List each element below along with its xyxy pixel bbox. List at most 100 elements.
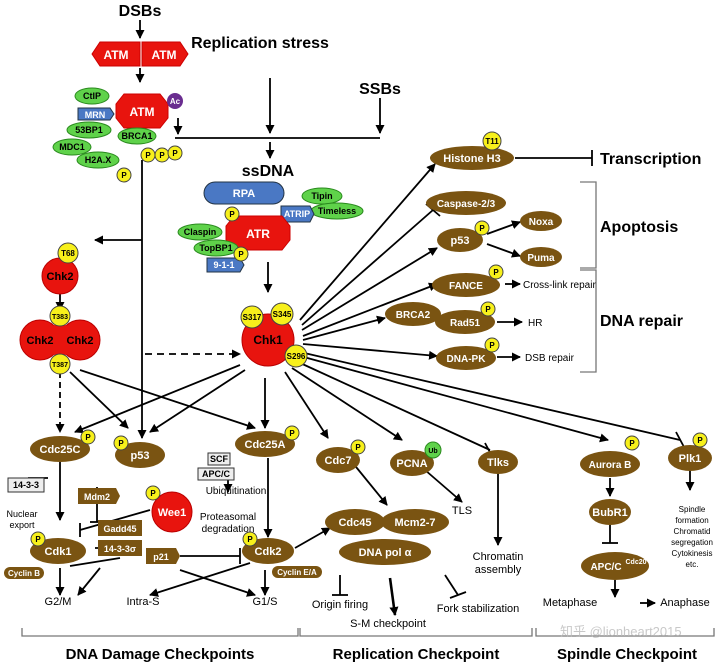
cdc25a-p-badge [284, 425, 300, 441]
acetyl-label: Ac [170, 97, 181, 106]
cyclinea-node [272, 566, 322, 578]
atrip-label: ATRIP [284, 209, 310, 219]
p53-right-p-label: P [479, 224, 485, 233]
apcc-box [197, 467, 235, 481]
cdc7-p-badge [350, 439, 366, 455]
chk2-monomer-label: Chk2 [47, 271, 74, 283]
middle-effectors: Cdc25C P p53 P Cdc25A P Cdc7 P PCNA Ub T… [30, 425, 712, 477]
p53-mid-node [115, 442, 165, 468]
cdc7-label: Cdc7 [325, 455, 352, 467]
brca2-node [385, 302, 441, 326]
dsb-repair-label: DSB repair [525, 353, 575, 364]
g1s-label: G1/S [252, 596, 277, 608]
rpa-label: RPA [233, 188, 255, 200]
s296-label: S296 [287, 352, 306, 361]
aurorab-p-badge [624, 435, 640, 451]
t68-badge [57, 242, 79, 264]
rpa-node [203, 181, 285, 205]
s296-badge [284, 344, 308, 368]
rad51-label: Rad51 [450, 318, 480, 329]
cyclinea-label: Cyclin E/A [277, 568, 317, 577]
histone-h3-label: Histone H3 [443, 153, 500, 165]
pcna-ub-badge [424, 441, 442, 459]
gadd45-label: Gadd45 [103, 524, 136, 534]
connector-lines [28, 20, 695, 616]
ctip-label: CtIP [83, 91, 101, 101]
s317-label: S317 [243, 313, 262, 322]
bracket-lines [21, 181, 715, 637]
anaphase-label: Anaphase [660, 597, 710, 609]
apcc-label: APC/C [202, 469, 231, 479]
s345-label: S345 [273, 310, 292, 319]
tlks-node [478, 450, 518, 474]
dnapol-node [339, 539, 431, 565]
wee1-p-label: P [150, 489, 156, 498]
p53-right-p-badge [474, 220, 490, 236]
atm-p-badge-3 [167, 145, 183, 161]
atm-p-label-1: P [145, 151, 151, 160]
mdc1-label: MDC1 [59, 142, 85, 152]
cdc25a-node [235, 431, 295, 457]
s345-badge [270, 302, 294, 326]
topbp1-p-label: P [238, 250, 244, 259]
t11-label: T11 [485, 137, 499, 146]
claspin-label: Claspin [184, 227, 217, 237]
chk1-label: Chk1 [253, 333, 283, 347]
pcna-node [390, 450, 434, 476]
chk2-dimer-left-label: Chk2 [27, 335, 54, 347]
cdc25a-p-label: P [289, 429, 295, 438]
acetyl-badge [167, 93, 183, 109]
dna-damage-checkpoints-title: DNA Damage Checkpoints [66, 646, 255, 663]
cdc45-node [325, 509, 385, 535]
cdc7-p-label: P [355, 443, 361, 452]
noxa-label: Noxa [529, 217, 554, 228]
fance-p-label: P [493, 268, 499, 277]
mdm2-node [78, 488, 120, 504]
brca1-node [117, 127, 157, 145]
apoptosis-label: Apoptosis [600, 219, 678, 236]
scf-label: SCF [210, 454, 229, 464]
timeless-label: Timeless [318, 206, 356, 216]
plk1-p-badge [692, 432, 708, 448]
pcna-label: PCNA [396, 458, 427, 470]
crosslink-label: Cross-link repair [523, 280, 596, 291]
atr-p-badge [224, 206, 240, 222]
p53-mid-p-badge [113, 435, 129, 451]
cdk1-node [30, 538, 86, 564]
gadd45-node [98, 520, 142, 536]
cdc25a-label: Cdc25A [245, 439, 286, 451]
chk2-group: Chk2 T68 Chk2 Chk2 T383 T387 [19, 242, 101, 375]
53bp1-label: 53BP1 [75, 125, 103, 135]
atr-label: ATR [246, 227, 270, 241]
mrn-label: MRN [85, 110, 106, 120]
top-labels: DSBs Replication stress SSBs ssDNA [119, 3, 401, 180]
chk2-dimer-right-label: Chk2 [67, 335, 94, 347]
cyclinb-node [4, 567, 44, 579]
sm-checkpoint-label: S-M checkpoint [350, 618, 426, 630]
p21-label: p21 [153, 552, 169, 562]
mdc1-node [52, 138, 92, 156]
atm-p-label-2: P [159, 151, 165, 160]
dnapol-label: DNA pol α [359, 547, 412, 559]
cdk1-label: Cdk1 [45, 546, 72, 558]
replication-stress-label: Replication stress [191, 35, 329, 52]
aurorab-node [580, 451, 640, 477]
g2m-label: G2/M [45, 596, 72, 608]
atm-right-label: ATM [151, 48, 176, 62]
cdc7-node [316, 447, 360, 473]
wee1-node [151, 491, 193, 533]
p53-right-label: p53 [451, 235, 470, 247]
brca2-label: BRCA2 [396, 310, 431, 321]
cdk2-p-label: P [247, 535, 253, 544]
rad51-p-badge [480, 301, 496, 317]
caspase-node [426, 191, 506, 215]
cdc25c-label: Cdc25C [40, 444, 81, 456]
right-effectors: Histone H3 T11 Transcription Caspase-2/3… [385, 131, 701, 370]
origin-firing-label: Origin firing [312, 599, 368, 611]
atm-active-node [115, 93, 169, 129]
plk1-label: Plk1 [679, 453, 702, 465]
puma-node [520, 247, 562, 267]
